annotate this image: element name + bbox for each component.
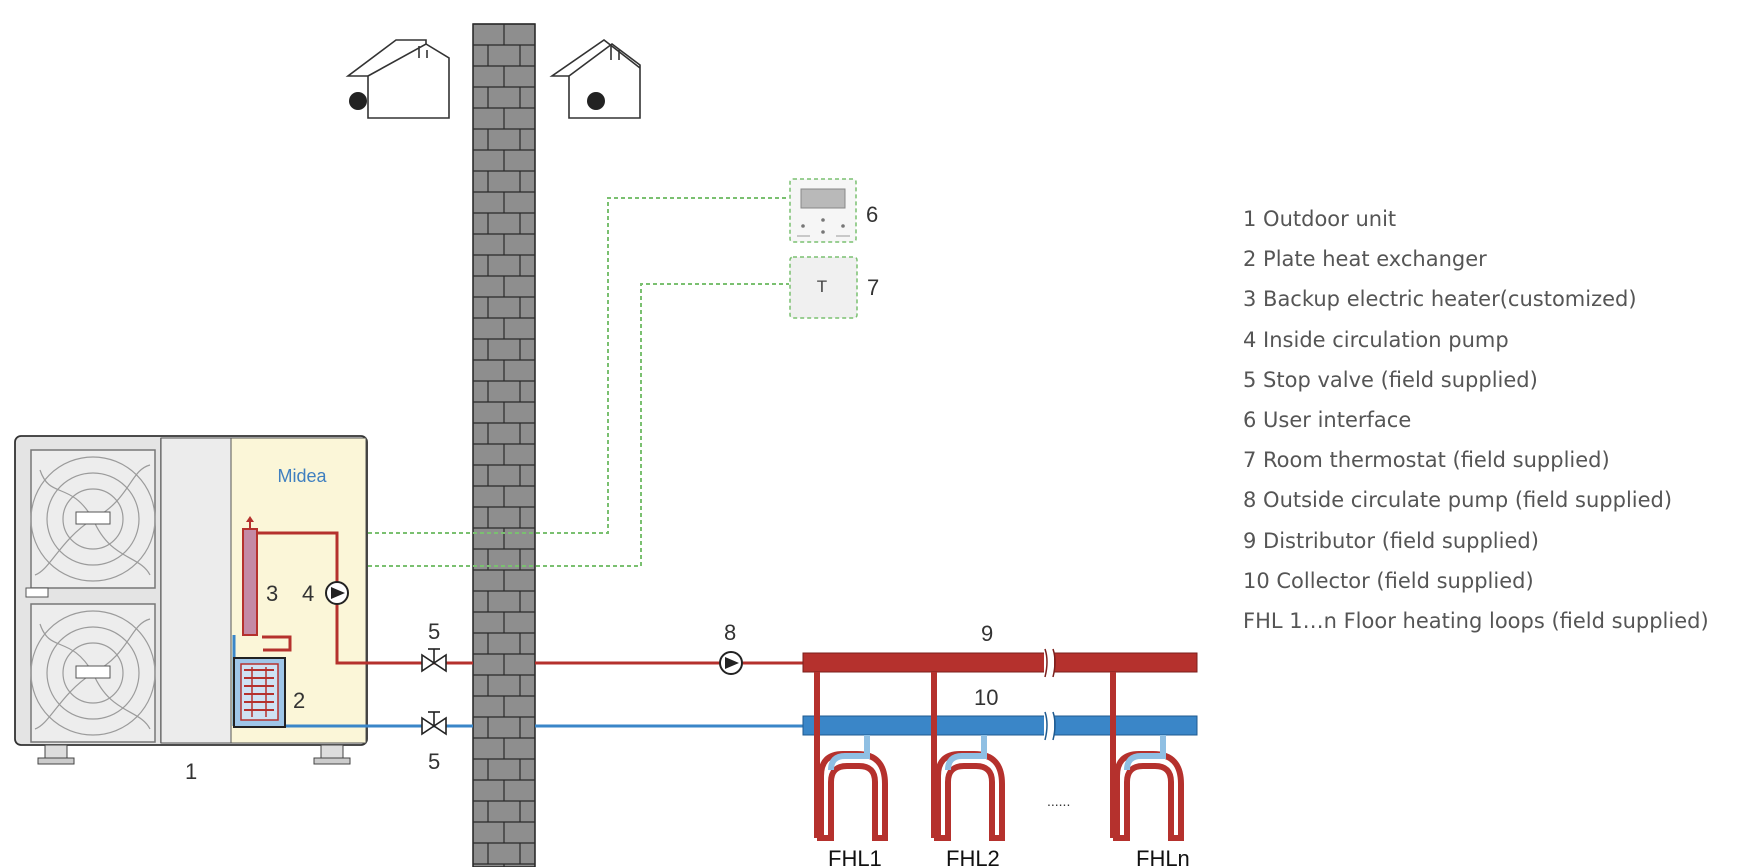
loop-label-1: FHL1 xyxy=(828,846,882,867)
legend-item: 5 Stop valve (field supplied) xyxy=(1243,367,1538,392)
thermostat-letter: T xyxy=(817,277,827,296)
loop-ellipsis: ...... xyxy=(1047,793,1070,809)
legend-item: FHL 1…n Floor heating loops (field suppl… xyxy=(1243,608,1709,633)
inside-pump-icon xyxy=(325,581,349,605)
outside-pump-icon xyxy=(719,651,743,675)
legend-item: 4 Inside circulation pump xyxy=(1243,327,1509,352)
stop-valve-top-number: 5 xyxy=(428,619,440,644)
loop-hot-line xyxy=(931,672,1005,841)
loop-cold-line xyxy=(945,735,987,771)
brand-logo: Midea xyxy=(277,466,327,486)
distributor-number: 9 xyxy=(981,621,993,646)
loop-cold-line xyxy=(828,735,870,771)
stop-valve-top-icon xyxy=(421,648,447,673)
plate-heat-exchanger-number: 2 xyxy=(293,688,305,713)
floor-heating-loop xyxy=(931,672,1005,841)
floor-heating-loop xyxy=(814,672,888,841)
floor-heating-loop xyxy=(1110,672,1184,841)
collector-manifold xyxy=(802,711,1198,741)
legend-item: 7 Room thermostat (field supplied) xyxy=(1243,448,1610,473)
indoor-house-icon xyxy=(549,39,641,119)
user-interface-device xyxy=(789,178,857,243)
stop-valve-bottom-number: 5 xyxy=(428,749,440,774)
legend-item: 2 Plate heat exchanger xyxy=(1243,247,1487,272)
backup-heater xyxy=(242,516,258,636)
legend-item: 6 User interface xyxy=(1243,407,1412,432)
distributor-manifold xyxy=(802,648,1198,678)
loop-cold-line xyxy=(1124,735,1166,771)
legend-item: 8 Outside circulate pump (field supplied… xyxy=(1243,488,1673,513)
room-thermostat-number: 7 xyxy=(867,275,879,300)
legend-item: 3 Backup electric heater(customized) xyxy=(1243,287,1637,312)
loop-hot-line xyxy=(1110,672,1184,841)
legend: 1 Outdoor unit 2 Plate heat exchanger 3 … xyxy=(1243,205,1709,647)
user-interface-number: 6 xyxy=(866,202,878,227)
legend-item: 1 Outdoor unit xyxy=(1243,207,1397,231)
plate-heat-exchanger xyxy=(233,657,286,728)
legend-item: 10 Collector (field supplied) xyxy=(1243,568,1534,593)
outdoor-house-icon xyxy=(345,39,450,119)
room-thermostat-device xyxy=(789,256,858,319)
wall xyxy=(472,23,536,867)
legend-item: 9 Distributor (field supplied) xyxy=(1243,528,1539,553)
signal-wires xyxy=(368,197,789,567)
outdoor-unit-number: 1 xyxy=(185,759,197,784)
outside-pump-number: 8 xyxy=(724,620,736,645)
inside-pump-number: 4 xyxy=(302,581,314,606)
collector-number: 10 xyxy=(974,685,998,710)
loop-label-2: FHL2 xyxy=(946,846,1000,867)
stop-valve-bottom-icon xyxy=(421,711,447,736)
backup-heater-number: 3 xyxy=(266,581,278,606)
floor-heating-loops xyxy=(814,672,1184,841)
loop-label-n: FHLn xyxy=(1136,846,1190,867)
loop-hot-line xyxy=(814,672,888,841)
